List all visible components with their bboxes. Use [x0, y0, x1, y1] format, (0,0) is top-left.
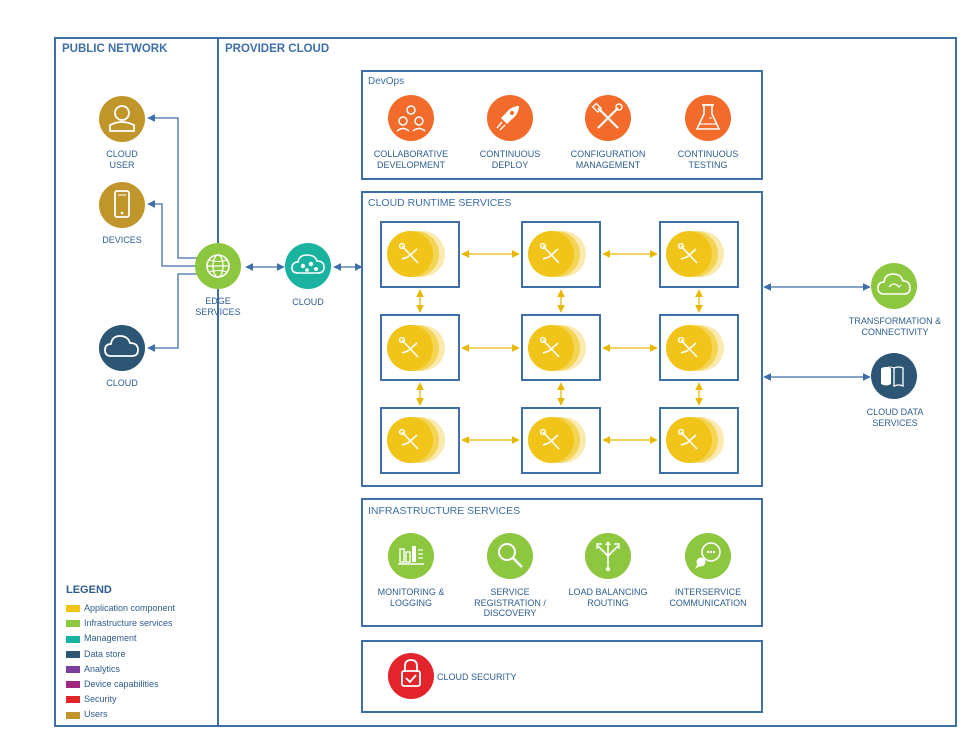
magnifier-icon	[487, 533, 533, 579]
legend-label: Data store	[84, 648, 126, 659]
legend-label: Security	[84, 694, 117, 705]
lock-icon	[388, 653, 434, 699]
management-cloud-icon	[285, 243, 331, 289]
app-component-icons	[387, 231, 724, 463]
app-component-icon	[387, 417, 445, 463]
runtime-box	[361, 191, 763, 487]
cloud-security-label: CLOUD SECURITY	[437, 672, 517, 682]
legend-label: Management	[84, 633, 137, 644]
devops-item-label: COLLABORATIVE DEVELOPMENT	[373, 149, 449, 170]
legend-label: Analytics	[84, 663, 121, 674]
legend-item: Device capabilities	[66, 679, 159, 689]
public-cloud-label: CLOUD	[106, 378, 138, 388]
legend-swatch	[66, 620, 80, 628]
legend-swatch	[66, 696, 80, 704]
runtime-title: CLOUD RUNTIME SERVICES	[368, 197, 512, 209]
chart-icon	[388, 533, 434, 579]
devops-item-label: CONTINUOUS DEPLOY	[479, 149, 541, 170]
infrastructure-item-label: LOAD BALANCING ROUTING	[568, 587, 648, 608]
infrastructure-item-label: SERVICE REGISTRATION / DISCOVERY	[474, 587, 546, 618]
infrastructure-title: INFRASTRUCTURE SERVICES	[368, 505, 521, 517]
legend-item: Analytics	[66, 664, 120, 674]
cloud-data-services-label: CLOUD DATA SERVICES	[866, 407, 924, 428]
legend-title: LEGEND	[66, 584, 112, 596]
infrastructure-item-label: MONITORING & LOGGING	[377, 587, 445, 608]
transformation-label: TRANSFORMATION & CONNECTIVITY	[848, 316, 942, 337]
legend-swatch	[66, 650, 80, 658]
legend-item: Application component	[66, 603, 175, 613]
public-network-heading: PUBLIC NETWORK	[62, 43, 168, 55]
devops-box	[361, 70, 763, 180]
app-component-icon	[387, 231, 445, 277]
edge-to-devices-arrow	[147, 200, 197, 267]
app-component-icon	[666, 417, 724, 463]
globe-icon	[195, 243, 241, 289]
provider-cloud-zone	[217, 37, 957, 727]
legend-label: Infrastructure services	[84, 618, 173, 629]
legend-item: Infrastructure services	[66, 618, 173, 628]
legend-swatch	[66, 681, 80, 689]
legend-item: Data store	[66, 649, 126, 659]
legend-swatch	[66, 665, 80, 673]
people-icon	[388, 95, 434, 141]
edge-to-user-arrow	[147, 114, 197, 259]
app-component-icon	[528, 325, 586, 371]
legend-item: Users	[66, 709, 108, 719]
legend-label: Application component	[84, 603, 176, 613]
edge-services-label: EDGE SERVICES	[195, 296, 241, 317]
cloud-user-label: CLOUD USER	[106, 149, 138, 170]
public-cloud-icon	[99, 325, 145, 371]
transformation-cloud-icon	[871, 263, 917, 309]
app-component-icon	[387, 325, 445, 371]
runtime-connectors	[416, 250, 703, 444]
security-box	[361, 640, 763, 713]
legend-item: Management	[66, 633, 137, 643]
infrastructure-item-label: INTERSERVICE COMMUNICATION	[669, 587, 747, 608]
devops-title: DevOps	[368, 76, 405, 87]
devops-item-label: CONFIGURATION MANAGEMENT	[570, 149, 646, 170]
tools-icon	[585, 95, 631, 141]
database-book-icon	[871, 353, 917, 399]
app-component-icon	[528, 417, 586, 463]
app-component-icon	[666, 231, 724, 277]
legend-label: Device capabilities	[84, 679, 159, 689]
provider-cloud-heading: PROVIDER CLOUD	[225, 43, 330, 55]
legend-label: Users	[84, 709, 108, 720]
legend-swatch	[66, 605, 80, 613]
app-component-icon	[528, 231, 586, 277]
flask-icon	[685, 95, 731, 141]
legend-swatch	[66, 635, 80, 643]
cloud-user-icon	[99, 96, 145, 142]
public-connectors	[147, 114, 871, 381]
legend-item: Security	[66, 694, 117, 704]
legend-swatch	[66, 711, 80, 719]
mobile-device-icon	[99, 182, 145, 228]
devices-label: DEVICES	[102, 235, 142, 245]
infrastructure-box	[361, 498, 763, 627]
chat-icon	[685, 533, 731, 579]
devops-item-label: CONTINUOUS TESTING	[677, 149, 739, 170]
routing-icon	[585, 533, 631, 579]
provider-cloud-label: CLOUD	[292, 297, 324, 307]
edge-to-cloud-arrow	[147, 273, 197, 352]
rocket-icon	[487, 95, 533, 141]
app-component-icon	[666, 325, 724, 371]
